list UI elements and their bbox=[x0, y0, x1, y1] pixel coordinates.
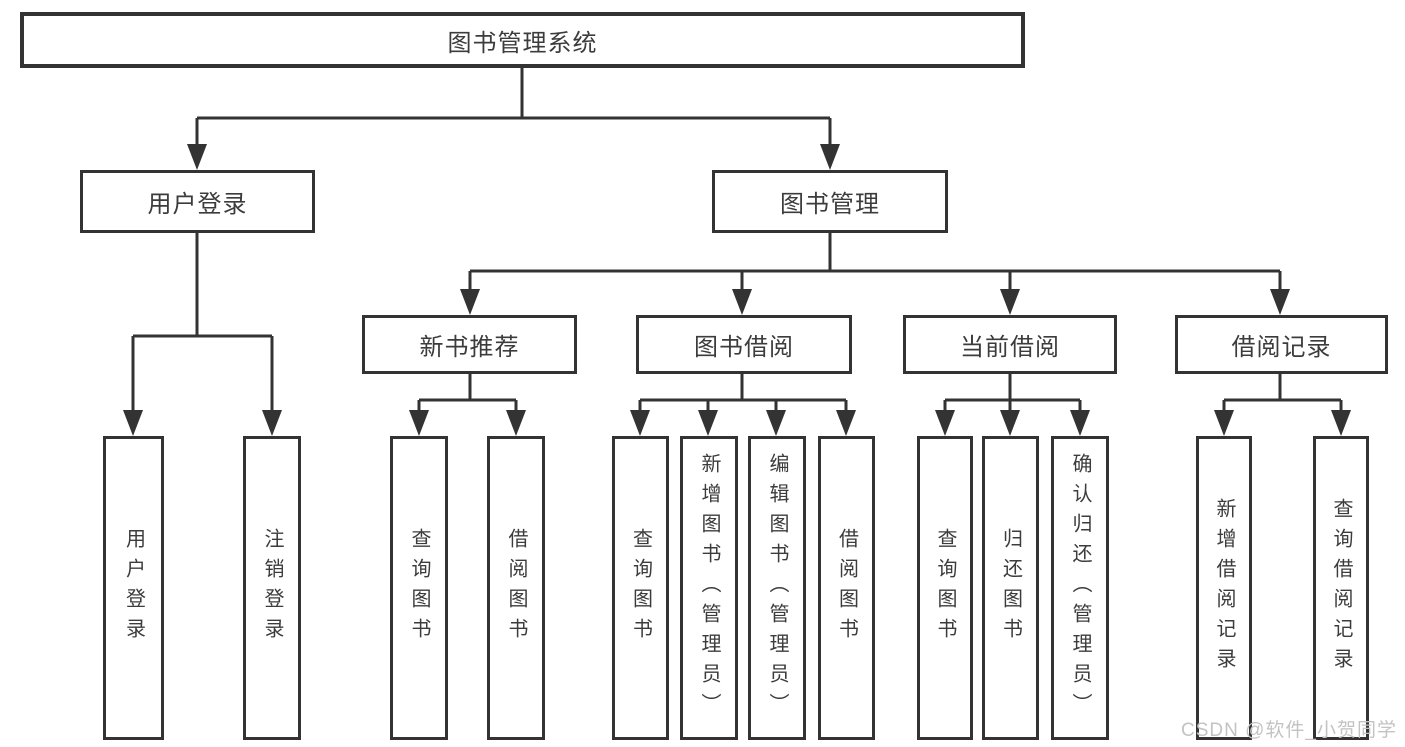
node-label: 借阅图书 bbox=[505, 528, 527, 648]
connector-book-borrow-children bbox=[638, 374, 848, 416]
leaf-borrow-books-recommend: 借阅图书 bbox=[487, 436, 545, 740]
arrow-icon bbox=[1070, 410, 1090, 436]
connector-user-login-children bbox=[131, 233, 274, 416]
arrow-icon bbox=[409, 410, 429, 436]
leaf-query-books-current: 查询图书 bbox=[917, 436, 973, 740]
connector-current-borrow-children bbox=[943, 374, 1082, 416]
leaf-edit-books-admin: 编辑图书（管理员） bbox=[748, 436, 806, 740]
node-label: 借阅记录 bbox=[1231, 334, 1332, 361]
node-current-borrow: 当前借阅 bbox=[903, 315, 1117, 374]
arrow-icon bbox=[836, 410, 856, 436]
connector-root-to-level2 bbox=[195, 68, 832, 150]
arrow-icon bbox=[766, 410, 786, 436]
node-label: 查询借阅记录 bbox=[1330, 498, 1352, 678]
node-label: 图书借阅 bbox=[694, 334, 794, 361]
leaf-confirm-return-admin: 确认归还（管理员） bbox=[1051, 436, 1109, 740]
connector-new-book-recommend-children bbox=[417, 374, 518, 416]
leaf-add-books-admin: 新增图书（管理员） bbox=[680, 436, 738, 740]
arrow-icon bbox=[630, 410, 650, 436]
node-label: 借阅图书 bbox=[835, 528, 858, 648]
arrow-icon bbox=[123, 410, 143, 436]
arrow-icon bbox=[732, 289, 752, 315]
arrow-icon bbox=[1270, 289, 1290, 315]
arrow-icon bbox=[460, 289, 480, 315]
arrow-icon bbox=[1000, 410, 1020, 436]
node-user-login: 用户登录 bbox=[80, 170, 315, 233]
leaf-query-books-borrow: 查询图书 bbox=[612, 436, 669, 740]
arrow-icon bbox=[698, 410, 718, 436]
node-label: 查询图书 bbox=[934, 528, 956, 648]
node-new-book-recommend: 新书推荐 bbox=[362, 315, 577, 374]
node-label: 归还图书 bbox=[999, 528, 1022, 648]
arrow-icon bbox=[506, 410, 526, 436]
node-label: 查询图书 bbox=[629, 528, 652, 648]
node-label: 图书管理系统 bbox=[447, 29, 598, 57]
node-label: 编辑图书（管理员） bbox=[766, 453, 788, 723]
leaf-query-borrow-record: 查询借阅记录 bbox=[1313, 436, 1369, 740]
node-borrow-records: 借阅记录 bbox=[1175, 315, 1388, 374]
node-book-borrow: 图书借阅 bbox=[636, 315, 852, 374]
node-label: 用户登录 bbox=[147, 191, 248, 218]
leaf-return-books: 归还图书 bbox=[982, 436, 1039, 740]
arrow-icon bbox=[187, 144, 207, 170]
node-book-management: 图书管理 bbox=[712, 170, 948, 233]
node-label: 用户登录 bbox=[122, 528, 145, 648]
leaf-logout: 注销登录 bbox=[243, 436, 301, 740]
node-label: 新书推荐 bbox=[419, 334, 520, 361]
arrow-icon bbox=[935, 410, 955, 436]
arrowheads bbox=[123, 144, 1351, 436]
node-label: 确认归还（管理员） bbox=[1069, 453, 1091, 723]
arrow-icon bbox=[1331, 410, 1351, 436]
csdn-watermark: CSDN @软件_小贺同学 bbox=[1181, 720, 1397, 741]
node-label: 查询图书 bbox=[408, 528, 430, 648]
leaf-borrow-books: 借阅图书 bbox=[818, 436, 875, 740]
arrow-icon bbox=[262, 410, 282, 436]
node-label: 当前借阅 bbox=[960, 334, 1060, 361]
node-label: 新增图书（管理员） bbox=[698, 453, 720, 723]
connector-borrow-records-children bbox=[1222, 374, 1343, 416]
arrow-icon bbox=[1214, 410, 1234, 436]
node-root-system: 图书管理系统 bbox=[20, 12, 1025, 68]
node-label: 新增借阅记录 bbox=[1213, 498, 1235, 678]
leaf-user-login: 用户登录 bbox=[103, 436, 164, 740]
connector-book-management-children bbox=[468, 233, 1282, 295]
arrow-icon bbox=[820, 144, 840, 170]
arrow-icon bbox=[1000, 289, 1020, 315]
leaf-query-books-recommend: 查询图书 bbox=[390, 436, 448, 740]
leaf-add-borrow-record: 新增借阅记录 bbox=[1196, 436, 1252, 740]
node-label: 注销登录 bbox=[261, 528, 283, 648]
node-label: 图书管理 bbox=[780, 191, 880, 218]
